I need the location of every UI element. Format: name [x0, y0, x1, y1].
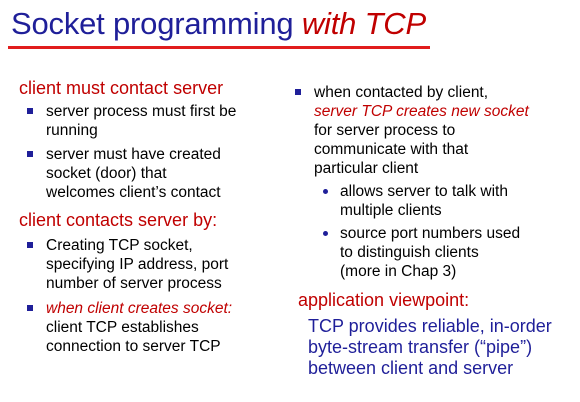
bullet-when-contacted: when contacted by client, server TCP cre…: [295, 83, 529, 178]
viewpoint-text: TCP provides reliable, in-order byte-str…: [308, 316, 552, 378]
bullet-creating-tcp-socket: Creating TCP socket, specifying IP addre…: [27, 236, 228, 293]
bullet-server-process-running: server process must first be running: [27, 102, 236, 140]
slide-title: Socket programming with TCP: [11, 6, 426, 42]
square-bullet-icon: [27, 305, 33, 311]
title-underline: [8, 46, 430, 49]
square-bullet-icon: [27, 108, 33, 114]
subbullet-source-port-numbers: source port numbers used to distinguish …: [323, 224, 520, 281]
round-bullet-icon: [323, 189, 328, 194]
title-main: Socket programming: [11, 6, 302, 41]
bullet-client-creates-socket: when client creates socket: client TCP e…: [27, 299, 232, 356]
heading-client-contacts-server: client contacts server by:: [19, 210, 218, 230]
heading-application-viewpoint: application viewpoint:: [298, 290, 470, 310]
title-accent: with TCP: [301, 6, 426, 41]
square-bullet-icon: [27, 151, 33, 157]
round-bullet-icon: [323, 231, 328, 236]
bullet-server-created-socket: server must have created socket (door) t…: [27, 145, 221, 202]
square-bullet-icon: [27, 242, 33, 248]
subbullet-multiple-clients: allows server to talk with multiple clie…: [323, 182, 508, 220]
heading-client-must-contact: client must contact server: [19, 78, 224, 98]
square-bullet-icon: [295, 89, 301, 95]
